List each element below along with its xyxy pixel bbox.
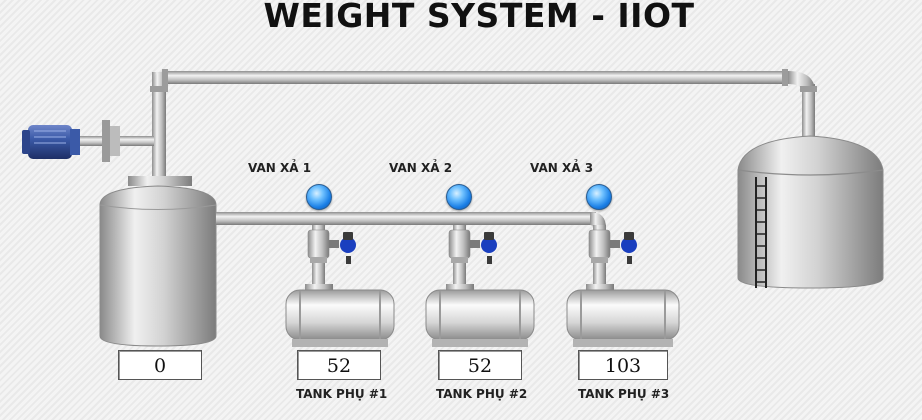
page-title: WEIGHT SYSTEM - IIOT bbox=[263, 0, 695, 35]
tank-2-weight-display: 52 bbox=[438, 350, 522, 380]
branch-2 bbox=[425, 225, 535, 347]
valve-icon[interactable] bbox=[329, 232, 356, 264]
branch-1 bbox=[285, 225, 395, 347]
tank-3-label: TANK PHỤ #3 bbox=[578, 387, 670, 401]
valve-label-3: VAN XẢ 3 bbox=[530, 161, 594, 175]
ladder bbox=[755, 177, 767, 288]
branch-3 bbox=[566, 225, 680, 347]
tank-3-weight-display: 103 bbox=[578, 350, 668, 380]
tank-1-weight-display: 52 bbox=[297, 350, 381, 380]
top-pipeline bbox=[150, 69, 817, 180]
valve-label-1: VAN XẢ 1 bbox=[248, 161, 312, 175]
main-tank bbox=[99, 176, 217, 347]
valve-label-2: VAN XẢ 2 bbox=[389, 161, 453, 175]
tank-2-label: TANK PHỤ #2 bbox=[436, 387, 528, 401]
valve-3-indicator-lamp-icon[interactable] bbox=[586, 184, 612, 210]
distribution-pipe bbox=[216, 212, 606, 228]
pump-motor-icon bbox=[22, 120, 154, 162]
valve-2-indicator-lamp-icon[interactable] bbox=[446, 184, 472, 210]
storage-tank bbox=[737, 135, 884, 289]
main-tank-weight-display: 0 bbox=[118, 350, 202, 380]
valve-icon[interactable] bbox=[610, 232, 637, 264]
valve-icon[interactable] bbox=[470, 232, 497, 264]
valve-1-indicator-lamp-icon[interactable] bbox=[306, 184, 332, 210]
tank-1-label: TANK PHỤ #1 bbox=[296, 387, 388, 401]
